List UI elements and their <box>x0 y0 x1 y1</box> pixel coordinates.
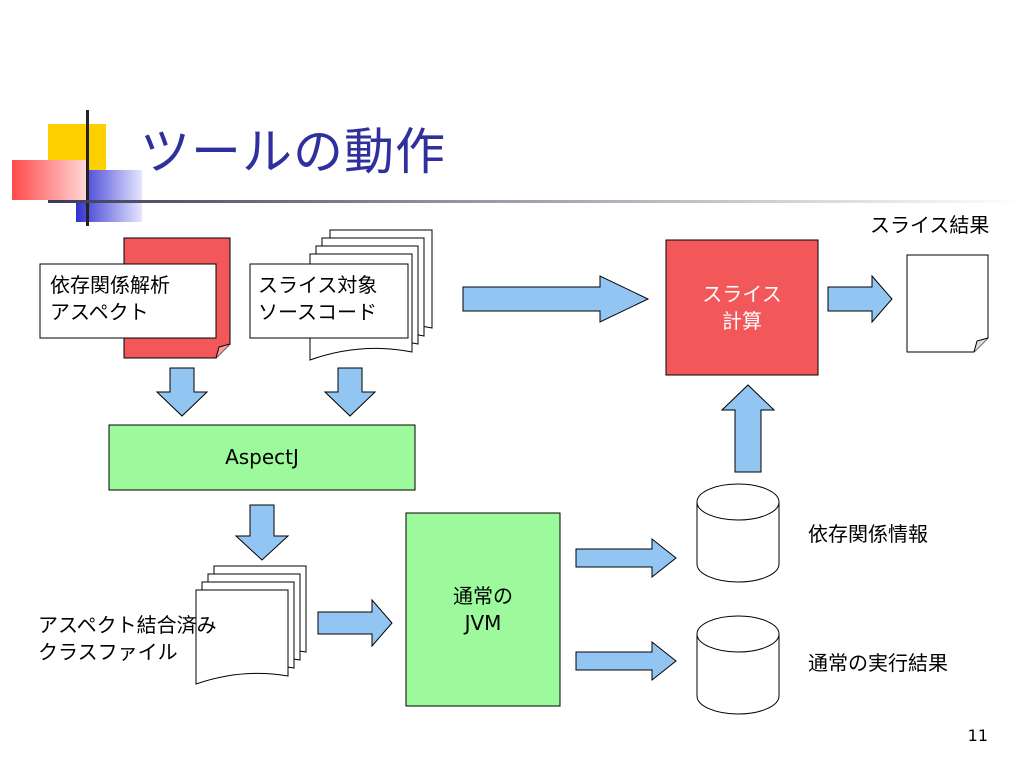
normal-exec-result-label: 通常の実行結果 <box>808 651 948 675</box>
arrow-slice-calc-to-result <box>827 274 893 324</box>
slice-calc-line2: 計算 <box>722 309 762 333</box>
slice-calc-line1: スライス <box>702 282 782 306</box>
woven-class-files-label: アスペクト結合済み クラスファイル <box>38 612 217 666</box>
logo-vertical-line <box>86 110 89 226</box>
page-number: 11 <box>967 726 988 745</box>
title-underline <box>48 200 1024 203</box>
arrow-source-to-aspectj <box>323 367 377 417</box>
arrow-jvm-to-exec-result <box>575 640 677 682</box>
dependency-aspect-line1: 依存関係解析 <box>50 273 170 297</box>
woven-class-files-line1: アスペクト結合済み <box>38 613 217 637</box>
arrow-dependency-info-to-slice-calc <box>720 384 776 473</box>
arrow-source-to-slice-calc <box>462 275 650 323</box>
slice-result-label: スライス結果 <box>870 213 990 237</box>
normal-jvm-box <box>405 512 561 707</box>
arrow-class-files-to-jvm <box>317 598 393 648</box>
slice-target-source-line1: スライス対象 <box>258 273 378 297</box>
slice-result-document <box>906 254 989 353</box>
arrow-aspectj-to-class-files <box>234 504 290 561</box>
exec-result-cylinder <box>696 615 780 715</box>
dependency-aspect-box <box>39 263 217 339</box>
normal-jvm-label: 通常の JVM <box>406 583 560 637</box>
slice-target-source-line2: ソースコード <box>258 300 377 324</box>
page-title: ツールの動作 <box>140 123 446 181</box>
dependency-aspect-line2: アスペクト <box>50 300 149 324</box>
dependency-info-label: 依存関係情報 <box>808 522 928 546</box>
arrow-aspect-to-aspectj <box>155 367 209 417</box>
class-file-documents <box>195 565 307 685</box>
aspectj-box <box>108 424 416 491</box>
logo-red-square <box>12 160 86 200</box>
dependency-info-cylinder <box>696 483 780 583</box>
slide-logo-decoration <box>12 110 1024 226</box>
slice-target-source-label: スライス対象 ソースコード <box>258 272 377 326</box>
slice-target-source-box <box>249 263 409 339</box>
normal-jvm-line1: 通常の <box>453 584 513 608</box>
aspectj-label: AspectJ <box>225 445 299 469</box>
dependency-aspect-label: 依存関係解析 アスペクト <box>50 272 170 326</box>
slice-calc-label: スライス 計算 <box>666 281 818 335</box>
slice-calc-box <box>665 239 819 376</box>
woven-class-files-line2: クラスファイル <box>38 640 178 664</box>
arrow-jvm-to-dependency-info <box>575 537 677 579</box>
normal-jvm-line2: JVM <box>464 611 502 635</box>
